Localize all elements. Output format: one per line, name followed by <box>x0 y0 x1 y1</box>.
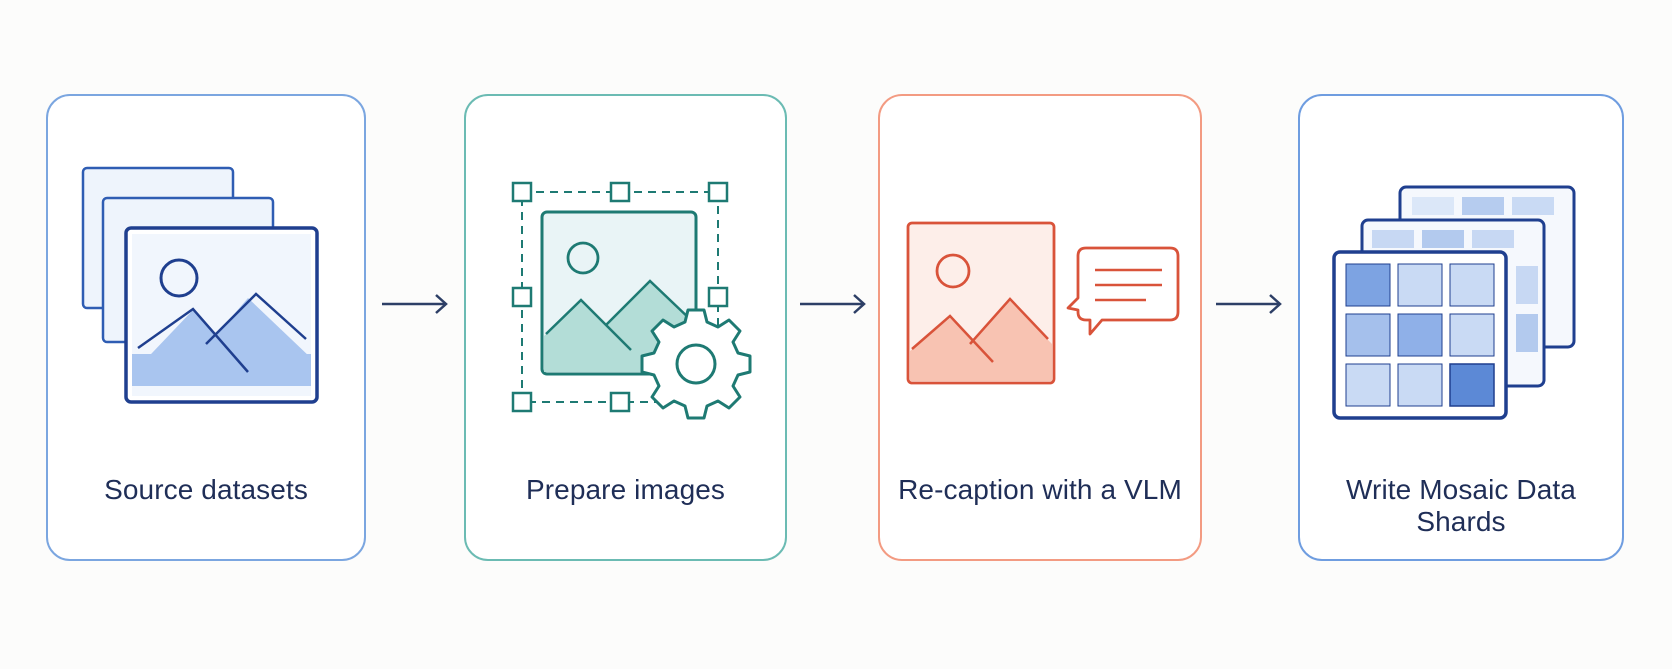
step-label: Write Mosaic Data Shards <box>1346 474 1576 537</box>
step-card-write-shards: Write Mosaic Data Shards <box>1298 94 1624 561</box>
step-card-source-datasets: Source datasets <box>46 94 366 561</box>
arrow-right-icon <box>382 294 448 314</box>
step-label: Source datasets <box>104 474 308 505</box>
image-caption-bubble-icon <box>906 221 1180 385</box>
data-shards-grid-icon <box>1332 185 1576 420</box>
step-label: Re-caption with a VLM <box>898 474 1182 505</box>
step-card-recaption-vlm: Re-caption with a VLM <box>878 94 1202 561</box>
step-label: Prepare images <box>525 474 726 505</box>
stacked-images-icon <box>81 166 319 404</box>
image-transform-gear-icon <box>511 181 752 420</box>
arrow-right-icon <box>800 294 866 314</box>
step-card-prepare-images: Prepare images <box>464 94 787 561</box>
arrow-right-icon <box>1216 294 1282 314</box>
